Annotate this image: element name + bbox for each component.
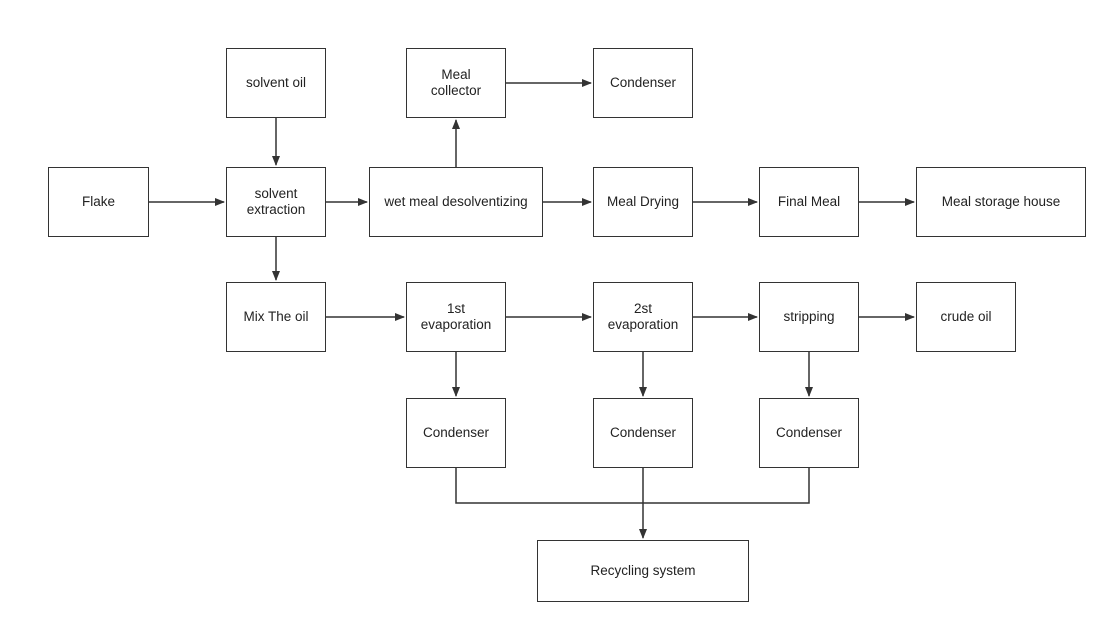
node-final-meal: Final Meal	[759, 167, 859, 237]
node-meal-drying: Meal Drying	[593, 167, 693, 237]
node-wet-meal-desolventizing: wet meal desolventizing	[369, 167, 543, 237]
node-flake: Flake	[48, 167, 149, 237]
node-recycling-system: Recycling system	[537, 540, 749, 602]
node-stripping: stripping	[759, 282, 859, 352]
connector-condensers-bus	[455, 468, 810, 504]
node-mix-the-oil: Mix The oil	[226, 282, 326, 352]
node-crude-oil: crude oil	[916, 282, 1016, 352]
node-condenser-top: Condenser	[593, 48, 693, 118]
node-solvent-extraction: solvent extraction	[226, 167, 326, 237]
node-meal-collector: Meal collector	[406, 48, 506, 118]
node-condenser-3: Condenser	[759, 398, 859, 468]
node-solvent-oil: solvent oil	[226, 48, 326, 118]
node-condenser-1: Condenser	[406, 398, 506, 468]
node-1st-evaporation: 1st evaporation	[406, 282, 506, 352]
node-condenser-2: Condenser	[593, 398, 693, 468]
node-meal-storage-house: Meal storage house	[916, 167, 1086, 237]
node-2st-evaporation: 2st evaporation	[593, 282, 693, 352]
